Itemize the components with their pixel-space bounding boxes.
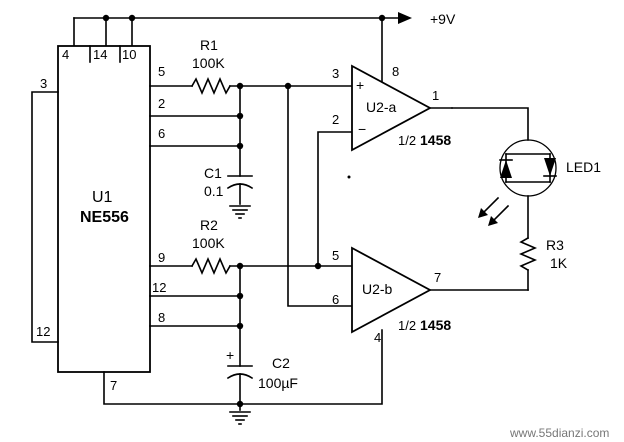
u2a-opamp: 3 2 8 1 + − U2-a 1/2 1458 [332, 64, 453, 152]
c2-ref: C2 [272, 355, 290, 371]
u1-part: NE556 [80, 209, 129, 226]
lower-timing-net: R2 100K + C2 100µF [149, 217, 353, 425]
u1-pin-3: 3 [40, 76, 47, 91]
u2b-pin-5: 5 [332, 248, 339, 263]
u2a-pin-vcc: 8 [392, 64, 399, 79]
c2-polarity: + [226, 347, 234, 363]
u1-pin-7: 7 [110, 378, 117, 393]
u2b-half: 1/2 [398, 318, 416, 333]
u2a-pin-plus: 3 [332, 66, 339, 81]
u2a-ref: U2-a [366, 99, 397, 115]
watermark: www.55dianzi.com [509, 426, 609, 440]
u2a-half: 1/2 [398, 133, 416, 148]
r2-resistor [190, 256, 232, 276]
u1-pin-5: 5 [158, 64, 165, 79]
u1-pin-8: 8 [158, 310, 165, 325]
r2-value: 100K [192, 235, 225, 251]
c1-value: 0.1 [204, 183, 224, 199]
r1-ref: R1 [200, 37, 218, 53]
r2-ref: R2 [200, 217, 218, 233]
u2a-pin-minus: 2 [332, 112, 339, 127]
u1-pin-6: 6 [158, 126, 165, 141]
r1-value: 100K [192, 55, 225, 71]
r3-resistor-group: R3 1K [518, 236, 568, 291]
u1-pin-14: 14 [93, 47, 107, 62]
supply-rail: +9V [73, 11, 456, 87]
upper-timing-net: R1 100K C1 0.1 [149, 37, 353, 219]
c2-value: 100µF [258, 375, 298, 391]
u2a-sign-minus: − [358, 121, 366, 137]
u1-pin-9: 9 [158, 250, 165, 265]
light-emission-icon [478, 196, 510, 226]
r3-resistor [518, 236, 538, 272]
u1-pin-2: 2 [158, 96, 165, 111]
u2b-pin-4: 4 [374, 330, 381, 345]
c2-capacitor [226, 365, 254, 411]
r3-value: 1K [550, 255, 568, 271]
u1-ne556: 4 14 10 U1 NE556 3 12 7 5 2 6 9 12 8 [36, 45, 166, 393]
supply-arrow-icon [398, 12, 412, 24]
u1-pin-12: 12 [152, 280, 166, 295]
c1-ref: C1 [204, 165, 222, 181]
u2a-part: 1458 [420, 132, 451, 148]
ground-icon [229, 411, 251, 425]
r3-ref: R3 [546, 237, 564, 253]
crossover-wires [287, 85, 353, 307]
u1-pin-4: 4 [62, 47, 69, 62]
r1-resistor [190, 76, 232, 96]
u2b-ref: U2-b [362, 281, 393, 297]
u2b-part: 1458 [420, 317, 451, 333]
u1-pin3-pin12-loop [31, 91, 59, 343]
u2a-sign-plus: + [356, 77, 364, 93]
u2b-opamp: 5 6 4 7 U2-b 1/2 1458 [332, 246, 529, 345]
supply-label: +9V [430, 11, 456, 27]
u1-ref: U1 [92, 189, 113, 206]
c1-capacitor [226, 175, 254, 205]
u2a-pin-out: 1 [432, 88, 439, 103]
u1-pin-10: 10 [122, 47, 136, 62]
u2b-pin-6: 6 [332, 292, 339, 307]
ground-icon [229, 205, 251, 219]
led1-bicolor: LED1 [451, 107, 601, 239]
led1-ref: LED1 [566, 159, 601, 175]
u2b-pin-7: 7 [434, 270, 441, 285]
u1-pin-12-left: 12 [36, 324, 50, 339]
